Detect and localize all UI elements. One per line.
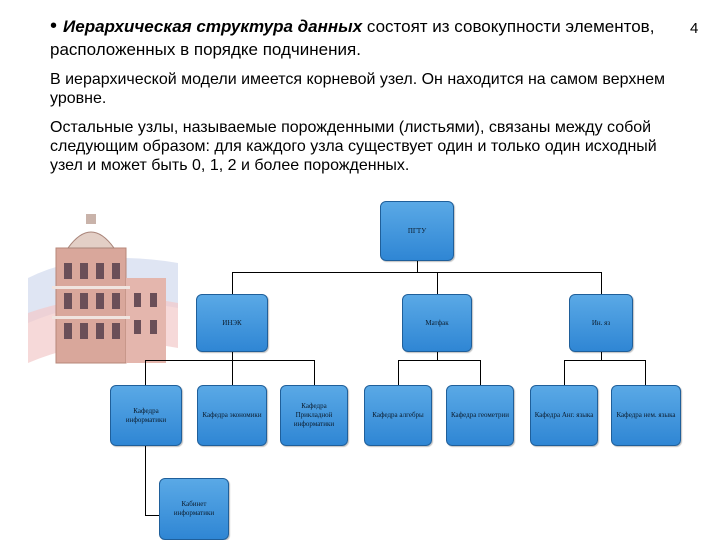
paragraph-child-nodes: Остальные узлы, называемые порожденными … xyxy=(50,119,657,174)
edge-to-cabinet xyxy=(145,515,159,516)
edge-to-k-ger xyxy=(645,360,646,385)
tree-node-k-informatics: Кафедра информатики xyxy=(110,385,182,446)
tree-node-k-geometry: Кафедра геометрии xyxy=(446,385,514,446)
bullet-icon: • xyxy=(50,15,58,37)
edge-to-k-econ xyxy=(232,360,233,385)
tree-node-k-english: Кафедра Анг. языка xyxy=(530,385,598,446)
edge-matfak-down xyxy=(437,352,438,361)
edge-to-inyaz xyxy=(601,272,602,294)
tree-node-k-algebra: Кафедра алгебры xyxy=(364,385,432,446)
edge-to-k-prinf xyxy=(314,360,315,385)
tree-node-k-applied-informatics: Кафедра Прикладной информатики xyxy=(280,385,348,446)
edge-to-matfak xyxy=(437,272,438,294)
edge-inyaz-bar xyxy=(564,360,645,361)
paragraph-definition-text: состоят из совокупности элементов, распо… xyxy=(50,17,655,59)
edge-to-k-eng xyxy=(564,360,565,385)
building-illustration xyxy=(28,214,178,364)
tree-node-inek: ИНЭК xyxy=(196,294,268,352)
page-number: 4 xyxy=(690,20,699,37)
edge-to-k-inf xyxy=(145,360,146,385)
emphasis-term: Иерархическая структура данных xyxy=(63,17,363,36)
edge-k-inf-down xyxy=(145,446,146,516)
edge-to-inek xyxy=(232,272,233,294)
edge-to-k-alg xyxy=(398,360,399,385)
tree-node-k-german: Кафедра нем. языка xyxy=(611,385,681,446)
tree-node-cabinet: Кабинет информатики xyxy=(159,478,229,540)
tree-node-root: ПГТУ xyxy=(380,201,454,261)
edge-matfak-bar xyxy=(398,360,480,361)
edge-to-k-geom xyxy=(480,360,481,385)
edge-inek-bar xyxy=(145,360,314,361)
edge-level1-bar xyxy=(232,272,601,273)
edge-root-down xyxy=(417,261,418,273)
tree-node-k-economics: Кафедра экономики xyxy=(197,385,267,446)
edge-inyaz-down xyxy=(601,352,602,361)
paragraph-definition: • Иерархическая структура данных состоят … xyxy=(50,15,680,61)
tree-node-matfak: Матфак xyxy=(402,294,472,352)
tree-node-inyaz: Ин. яз xyxy=(569,294,633,352)
edge-inek-down xyxy=(232,352,233,361)
paragraph-root-node: В иерархической модели имеется корневой … xyxy=(50,71,666,107)
